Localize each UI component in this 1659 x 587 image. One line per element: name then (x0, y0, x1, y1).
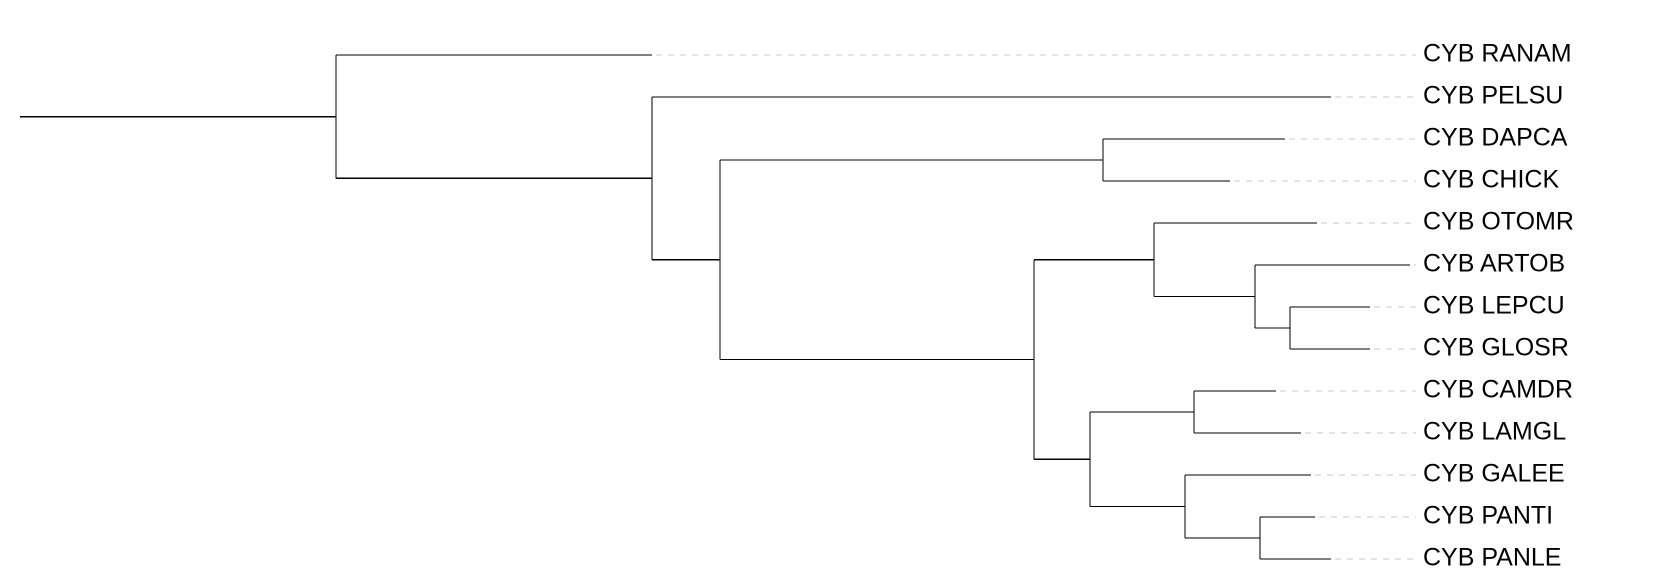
leaf-label-panle: CYB PANLE (1423, 544, 1561, 572)
leaf-label-camdr: CYB CAMDR (1423, 376, 1573, 404)
leaf-label-chick: CYB CHICK (1423, 166, 1559, 194)
leaf-label-ranam: CYB RANAM (1423, 40, 1572, 68)
leaf-label-otomr: CYB OTOMR (1423, 208, 1574, 236)
leaf-label-lamgl: CYB LAMGL (1423, 418, 1566, 446)
leaf-label-panti: CYB PANTI (1423, 502, 1553, 530)
leaf-label-pelsu: CYB PELSU (1423, 82, 1563, 110)
leaf-label-glosr: CYB GLOSR (1423, 334, 1569, 362)
leaf-label-galee: CYB GALEE (1423, 460, 1565, 488)
leaf-guide-lines (656, 54, 1416, 560)
leaf-label-lepcu: CYB LEPCU (1423, 292, 1565, 320)
tree-branches (20, 54, 1410, 560)
leaf-labels: CYB RANAM CYB PELSU CYB DAPCA CYB CHICK CYB … (1423, 40, 1574, 572)
leaf-label-artob: CYB ARTOB (1423, 250, 1565, 278)
leaf-label-dapca: CYB DAPCA (1423, 124, 1568, 152)
